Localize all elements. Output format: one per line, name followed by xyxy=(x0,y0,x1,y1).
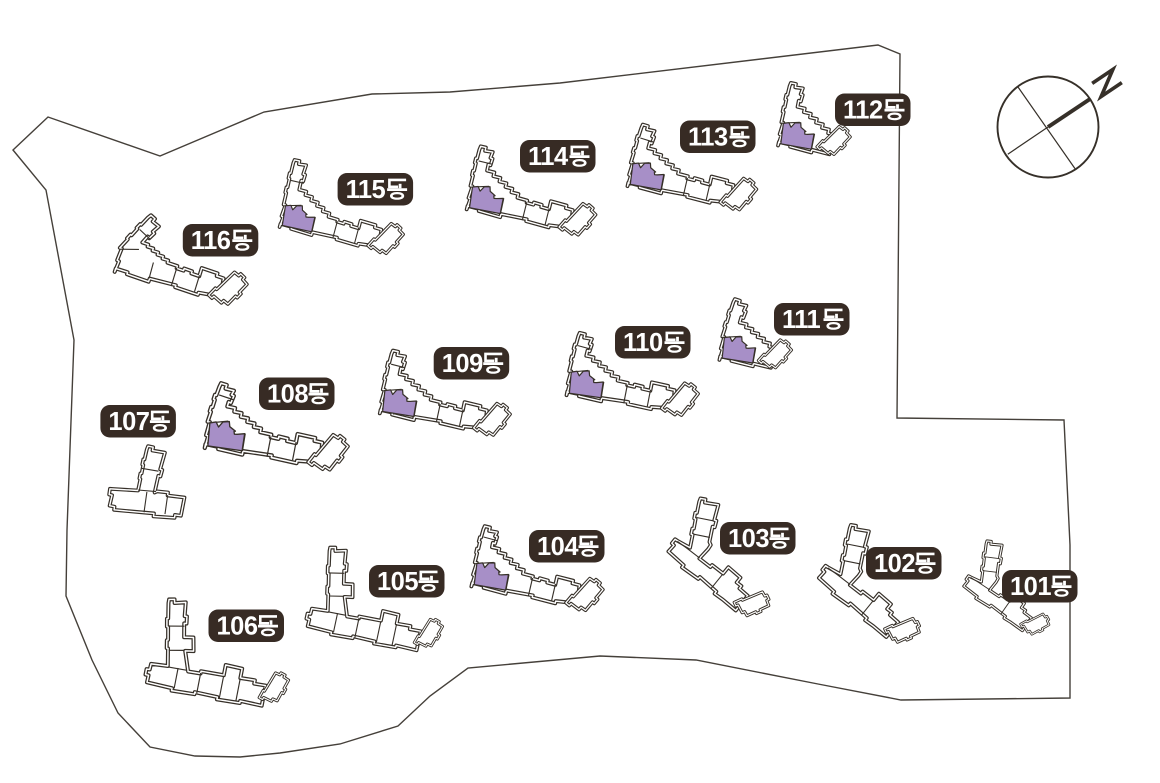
svg-text:104: 104 xyxy=(537,533,579,561)
svg-text:114: 114 xyxy=(528,143,569,171)
svg-text:110: 110 xyxy=(623,329,663,357)
svg-text:108: 108 xyxy=(267,381,308,409)
svg-text:105: 105 xyxy=(377,568,418,596)
svg-text:111: 111 xyxy=(782,306,821,334)
svg-text:109: 109 xyxy=(442,350,483,378)
svg-text:102: 102 xyxy=(874,550,915,578)
svg-text:112: 112 xyxy=(843,97,883,125)
svg-text:106: 106 xyxy=(217,613,258,641)
svg-text:116: 116 xyxy=(191,227,231,255)
svg-text:107: 107 xyxy=(108,408,149,436)
svg-text:113: 113 xyxy=(688,124,728,152)
svg-text:101: 101 xyxy=(1010,573,1051,601)
svg-text:103: 103 xyxy=(728,525,769,553)
svg-text:115: 115 xyxy=(346,176,386,204)
